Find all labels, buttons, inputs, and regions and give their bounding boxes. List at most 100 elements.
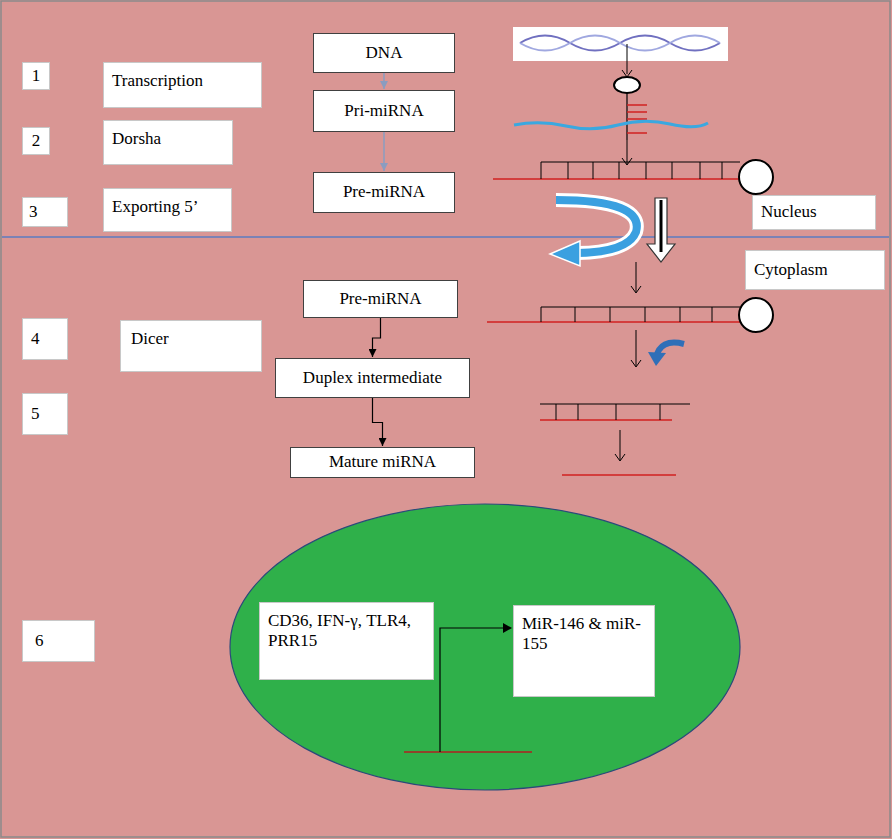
duplex-illustration <box>556 404 557 420</box>
target-cell <box>440 628 505 752</box>
text-group: 6 <box>35 631 44 651</box>
text-group: 1 <box>32 66 41 86</box>
pre-mirna-hairpin-nucleus <box>739 160 773 194</box>
node-text: Dorsha <box>112 129 224 149</box>
pre-mirna-hairpin-nucleus <box>722 162 723 179</box>
transcription-illustration <box>627 104 647 106</box>
callout-number: 5 <box>22 393 68 435</box>
process-box: Duplex intermediate <box>275 358 470 398</box>
step-label: Dicer <box>120 320 262 372</box>
node-text: 3 <box>29 202 38 222</box>
text-group: Pri-miRNA <box>344 101 423 121</box>
text-group: 2 <box>32 131 41 151</box>
step-label: Transcription <box>103 62 262 108</box>
pre-mirna-hairpin-cytoplasm <box>645 307 646 322</box>
dicer-cleavage-arrows <box>636 330 637 366</box>
process-box: DNA <box>313 33 455 73</box>
node-text: 1 <box>32 66 41 86</box>
flow-arrow <box>383 132 385 171</box>
node-text: Dicer <box>131 329 251 349</box>
callout-number: 1 <box>22 62 50 90</box>
node-text: 5 <box>31 404 40 424</box>
process-box: Pre-miRNA <box>313 172 455 213</box>
node-text: MiR-146 & miR-155 <box>522 614 646 655</box>
callout-number: 4 <box>22 318 68 360</box>
pre-mirna-hairpin-nucleus <box>493 160 773 194</box>
pre-mirna-hairpin-cytoplasm <box>712 307 713 322</box>
node-text: Nucleus <box>761 202 817 222</box>
flow-arrow <box>373 318 381 357</box>
pre-mirna-hairpin-cytoplasm <box>739 298 773 332</box>
text-group: DNA <box>366 43 403 63</box>
transcription-illustration <box>627 118 647 120</box>
text-group: Exporting 5’ <box>112 197 223 217</box>
export-arrows <box>631 286 641 293</box>
process-box: Mature miRNA <box>290 447 475 478</box>
pre-mirna-hairpin-nucleus <box>493 178 740 180</box>
export-arrows <box>550 241 580 266</box>
dicer-cleavage-arrows <box>631 330 684 367</box>
text-group: Pre-miRNA <box>339 289 421 309</box>
duplex-illustration <box>562 474 676 476</box>
export-arrows <box>660 200 663 252</box>
text-group: Dicer <box>131 329 251 349</box>
transcription-illustration <box>627 111 647 113</box>
duplex-illustration <box>616 404 617 420</box>
duplex-illustration <box>620 430 621 460</box>
dna-helix <box>520 36 720 51</box>
step-label: Exporting 5’ <box>103 188 232 232</box>
duplex-illustration <box>615 454 625 461</box>
duplex-illustration <box>578 404 579 420</box>
text-group: Pre-miRNA <box>343 182 425 202</box>
pre-mirna-hairpin-nucleus <box>619 162 620 179</box>
pre-mirna-hairpin-nucleus <box>672 162 673 179</box>
text-group: CD36, IFN-γ, TLR4, PRR15 <box>268 611 425 652</box>
callout-number: 6 <box>22 620 95 662</box>
node-text: Pre-miRNA <box>343 182 425 202</box>
node-text: 2 <box>32 131 41 151</box>
dna-helix <box>520 36 720 51</box>
text-group: Dorsha <box>112 129 224 149</box>
pre-mirna-hairpin-cytoplasm <box>680 307 681 322</box>
node-text: Transcription <box>112 71 253 91</box>
duplex-illustration <box>660 404 661 420</box>
node-text: CD36, IFN-γ, TLR4, PRR15 <box>268 611 425 652</box>
duplex-illustration <box>540 404 690 405</box>
transcription-illustration <box>622 70 632 77</box>
pre-mirna-hairpin-nucleus <box>646 162 647 179</box>
transcription-illustration <box>514 44 708 165</box>
process-box: Pre-miRNA <box>303 280 458 318</box>
text-group: Duplex intermediate <box>303 368 442 388</box>
dna-helix <box>513 27 728 61</box>
pre-mirna-hairpin-nucleus <box>593 162 594 179</box>
node-text: Cytoplasm <box>754 260 828 280</box>
text-group: Mature miRNA <box>329 452 436 472</box>
node-text: Pre-miRNA <box>339 289 421 309</box>
duplex-illustration <box>540 419 672 421</box>
pre-mirna-hairpin-cytoplasm <box>541 307 740 308</box>
process-box: Pri-miRNA <box>313 90 455 132</box>
mirna-box: MiR-146 & miR-155 <box>513 605 655 697</box>
pre-mirna-hairpin-nucleus <box>541 162 542 179</box>
node-text: Mature miRNA <box>329 452 436 472</box>
pre-mirna-hairpin-nucleus <box>700 162 701 179</box>
export-arrows <box>556 200 637 253</box>
node-text: 4 <box>31 329 40 349</box>
flow-arrow <box>383 73 385 89</box>
flow-arrow <box>373 398 383 446</box>
compartment-label: Cytoplasm <box>745 250 885 290</box>
text-group: MiR-146 & miR-155 <box>522 614 646 655</box>
pre-mirna-hairpin-cytoplasm <box>610 307 611 322</box>
pre-mirna-hairpin-cytoplasm <box>541 307 542 322</box>
transcription-illustration <box>614 77 640 93</box>
text-group: Cytoplasm <box>754 260 828 280</box>
node-text: 6 <box>35 631 44 651</box>
text-group: Transcription <box>112 71 253 91</box>
node-text: DNA <box>366 43 403 63</box>
pre-mirna-hairpin-cytoplasm <box>487 298 773 332</box>
node-text: Pri-miRNA <box>344 101 423 121</box>
pre-mirna-hairpin-cytoplasm <box>487 321 740 323</box>
dicer-cleavage-arrows <box>648 352 666 366</box>
callout-number: 2 <box>22 127 50 155</box>
